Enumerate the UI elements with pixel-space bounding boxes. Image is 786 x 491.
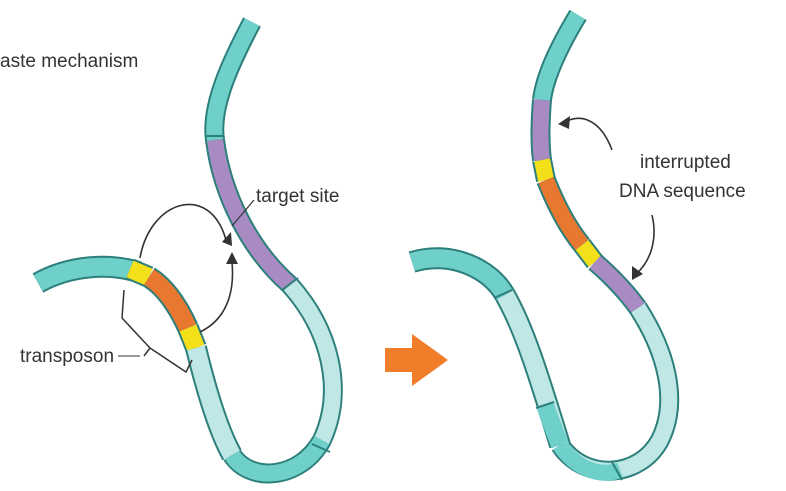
- transposon-end-yellow: [542, 160, 546, 180]
- jump-arrow-upper: [140, 204, 226, 258]
- dna-segment: [38, 267, 138, 283]
- recipient-dna-strand-left: [206, 22, 333, 473]
- dna-segment: [412, 258, 505, 295]
- jump-arrow-lower: [200, 262, 233, 332]
- transposon-end-yellow: [188, 328, 196, 348]
- transposon-label: transposon: [20, 346, 114, 367]
- interrupted-arrow-upper: [565, 118, 612, 150]
- arrowhead: [226, 252, 238, 264]
- interrupted-label-line2: DNA sequence: [619, 181, 746, 202]
- interrupted-label-line1: interrupted: [640, 152, 731, 173]
- process-arrow-icon: [385, 334, 448, 386]
- transposon-end-yellow: [582, 245, 595, 262]
- transposon-end-yellow: [130, 269, 149, 277]
- target-site-segment: [541, 100, 543, 160]
- transposon-body: [149, 277, 188, 328]
- diagram-title: aste mechanism: [0, 51, 138, 72]
- dna-segment: [560, 308, 669, 471]
- arrowhead: [558, 116, 570, 129]
- target-site-label: target site: [256, 186, 339, 207]
- interrupted-arrow-lower: [636, 215, 654, 274]
